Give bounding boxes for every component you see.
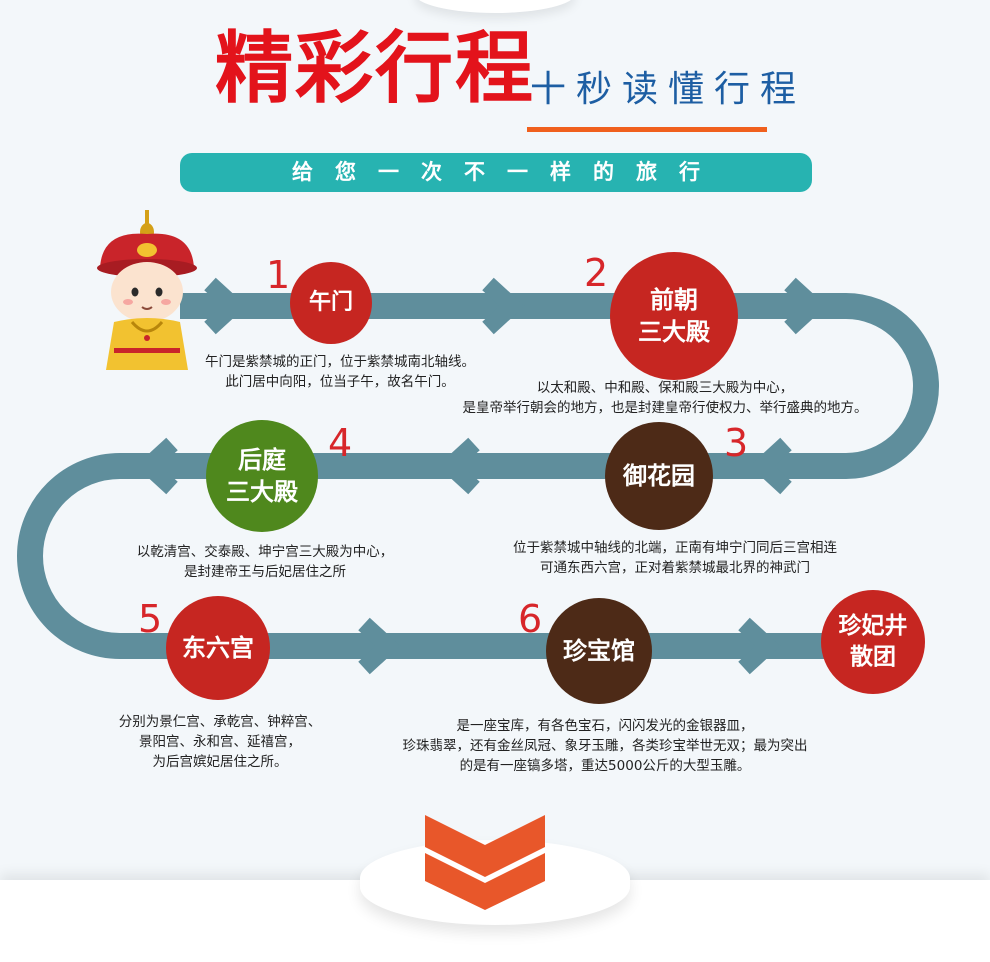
final-stop-node[interactable]: 珍妃井 散团 xyxy=(821,590,925,694)
stop-2-node[interactable]: 前朝 三大殿 xyxy=(610,252,738,380)
stop-2-name-line-1: 前朝 xyxy=(650,285,698,314)
top-tab xyxy=(415,0,575,13)
stop-4-name-line-1: 后庭 xyxy=(238,445,286,474)
stop-6-node[interactable]: 珍宝馆 xyxy=(546,598,652,704)
double-chevron-down-icon[interactable] xyxy=(425,815,545,910)
left-arrow-icon xyxy=(135,437,178,495)
left-arrow-icon xyxy=(437,437,480,495)
stop-4-node[interactable]: 后庭 三大殿 xyxy=(206,420,318,532)
page-subtitle: 十秒读懂行程 xyxy=(530,69,807,110)
stop-6-name: 珍宝馆 xyxy=(563,636,635,665)
right-arrow-icon xyxy=(358,617,401,675)
stop-1-description: 午门是紫禁城的正门，位于紫禁城南北轴线。 此门居中向阳，位当子午，故名午门。 xyxy=(205,354,475,390)
subtitle-underline xyxy=(527,127,767,132)
emperor-mascot-icon xyxy=(97,210,197,370)
stop-3-number: 3 xyxy=(724,421,749,465)
stop-6-number: 6 xyxy=(518,597,543,641)
right-arrow-icon xyxy=(784,277,827,335)
stop-3-node[interactable]: 御花园 xyxy=(605,422,713,530)
stop-3-name: 御花园 xyxy=(623,461,695,490)
stop-1-node[interactable]: 午门 xyxy=(290,262,372,344)
stop-5-description: 分别为景仁宫、承乾宫、钟粹宫、 景阳宫、永和宫、延禧宫， 为后宫嫔妃居住之所。 xyxy=(118,714,322,770)
stop-5-node[interactable]: 东六宫 xyxy=(166,596,270,700)
stop-1-number: 1 xyxy=(266,253,291,297)
stop-5-number: 5 xyxy=(138,597,163,641)
right-arrow-icon xyxy=(738,617,781,675)
slogan-banner: 给您一次不一样的旅行 xyxy=(180,153,812,192)
stop-2-description: 以太和殿、中和殿、保和殿三大殿为中心， 是皇帝举行朝会的地方，也是封建皇帝行使权… xyxy=(462,380,868,416)
final-stop-name-line-1: 珍妃井 xyxy=(838,612,908,639)
stop-4-name-line-2: 三大殿 xyxy=(226,478,298,506)
final-stop-name-line-2: 散团 xyxy=(850,644,896,670)
stop-5-name: 东六宫 xyxy=(182,633,254,662)
stop-2-number: 2 xyxy=(584,251,609,295)
page-title: 精彩行程 xyxy=(215,24,536,114)
right-arrow-icon xyxy=(482,277,525,335)
stop-4-description: 以乾清宫、交泰殿、坤宁宫三大殿为中心， 是封建帝王与后妃居住之所 xyxy=(136,544,394,580)
stop-2-name-line-2: 三大殿 xyxy=(638,318,710,346)
left-arrow-icon xyxy=(749,437,792,495)
stop-3-description: 位于紫禁城中轴线的北端，正南有坤宁门同后三宫相连 可通东西六宫，正对着紫禁城最北… xyxy=(513,540,837,576)
stop-4-number: 4 xyxy=(328,421,353,465)
stop-6-description: 是一座宝库，有各色宝石，闪闪发光的金银器皿， 珍珠翡翠，还有金丝凤冠、象牙玉雕，… xyxy=(402,718,808,774)
stop-1-name: 午门 xyxy=(308,290,353,316)
right-arrow-icon xyxy=(204,277,247,335)
